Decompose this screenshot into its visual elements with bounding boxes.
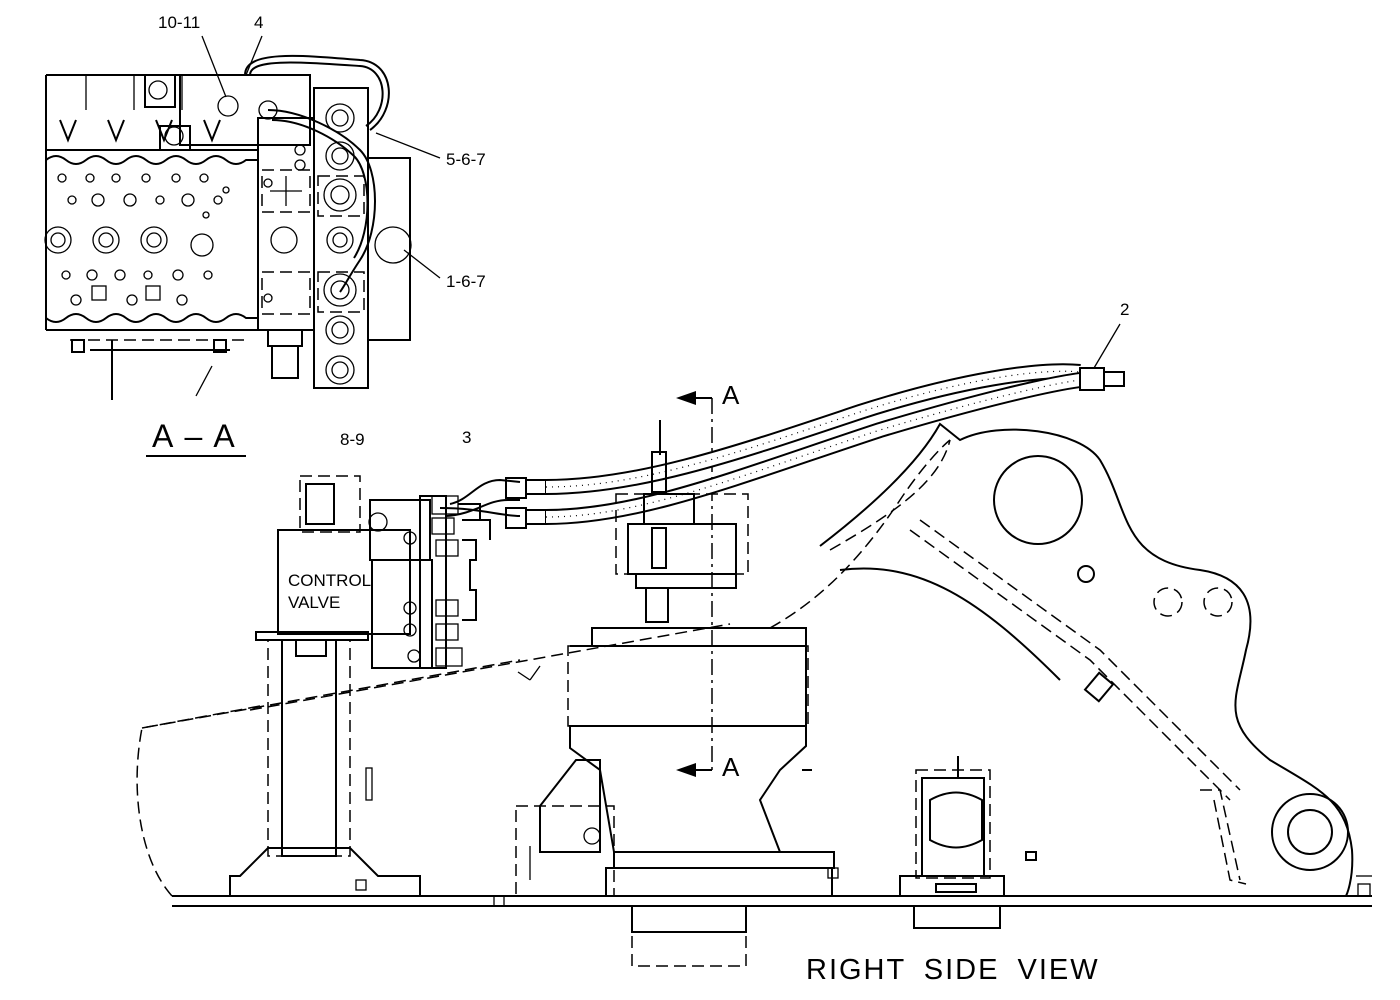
right-side-view	[136, 323, 1372, 967]
control-valve-label-line1: CONTROL	[288, 571, 372, 590]
control-valve-label: CONTROL VALVE	[288, 570, 371, 614]
callout-5-6-7: 5-6-7	[446, 150, 486, 169]
callout-3: 3	[462, 428, 472, 447]
callout-1-6-7: 1-6-7	[446, 272, 486, 291]
section-marker-bottom: A	[722, 752, 740, 782]
callout-4: 4	[254, 13, 264, 32]
control-valve-label-line2: VALVE	[288, 593, 341, 612]
callout-8-9: 8-9	[340, 430, 365, 449]
section-marker-top: A	[722, 380, 740, 410]
callout-10-11: 10-11	[158, 13, 201, 32]
view-title: RIGHT SIDE VIEW	[806, 954, 1100, 986]
section-title: A – A	[152, 418, 237, 454]
section-a-a-detail	[44, 35, 441, 457]
section-cut-line	[676, 391, 713, 777]
callout-2: 2	[1120, 300, 1130, 319]
